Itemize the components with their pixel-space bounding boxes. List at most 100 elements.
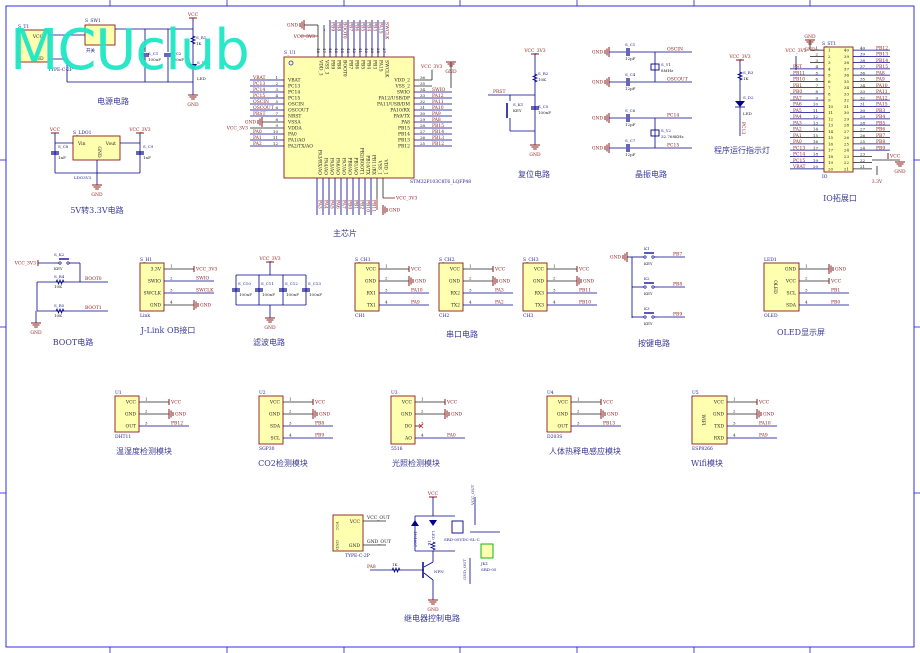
- pin-number: 2: [289, 409, 292, 414]
- net-label: PB10: [793, 77, 805, 83]
- mcu-pin-name: PA4/AO: [323, 158, 329, 175]
- pin-number: 38: [376, 48, 381, 54]
- mcu-pin-name: NRST: [288, 114, 301, 120]
- label: KEY: [644, 321, 653, 326]
- mcu-pin-name: VDDA: [287, 126, 302, 132]
- pin-number: 4: [421, 433, 424, 438]
- pin-number: 39: [860, 52, 866, 57]
- label: KEY: [513, 108, 522, 113]
- pin-name: GND: [533, 279, 545, 285]
- mcu-pin-name: PA12/USB/DP: [379, 96, 410, 102]
- pin-number: 3: [577, 421, 580, 426]
- pin-number: 13: [828, 123, 834, 128]
- label: S_D2: [743, 95, 754, 100]
- module-part: CH3: [523, 313, 533, 319]
- ldo-regulator: [72, 135, 121, 161]
- pin-number: 29: [420, 117, 426, 122]
- title-boot: BOOT电路: [52, 338, 94, 347]
- mcu-pin-name: VDD_3: [318, 59, 324, 76]
- label: K2: [644, 276, 650, 281]
- mcu-pin-name: SWIO: [397, 90, 410, 96]
- label: Vin: [77, 141, 86, 147]
- module-ref: U3: [391, 390, 398, 396]
- module-part: DHT11: [115, 434, 131, 440]
- led-icon: [189, 64, 197, 70]
- pin-number: 34: [844, 85, 850, 90]
- net-gnd: GND: [592, 80, 604, 86]
- mcu-pin-name: OSCOUT: [288, 108, 309, 114]
- net-power: VCC: [602, 400, 614, 406]
- pin-number: 25: [420, 141, 426, 146]
- pin-number: 24: [844, 148, 850, 153]
- net-label: PA7: [793, 95, 802, 101]
- net-label: PC14: [667, 113, 679, 119]
- net-label: PB7: [673, 252, 682, 258]
- label: KEY: [644, 291, 653, 296]
- label: S_K2: [54, 252, 65, 257]
- title-light: 光照检测模块: [392, 459, 440, 468]
- title-io: IO拓展口: [823, 194, 857, 203]
- pin-number: 38: [844, 60, 850, 65]
- pin-number: 34: [860, 83, 866, 88]
- net-label: SWCLK: [196, 288, 214, 294]
- net-gnd: GND: [445, 69, 457, 75]
- module-ref: LED1: [764, 257, 777, 263]
- net-power: VCC: [314, 400, 326, 406]
- net-label: PB14: [432, 129, 444, 135]
- title-power: 电源电路: [97, 97, 129, 106]
- pin-name: RX2: [451, 291, 461, 297]
- net-label: PA5: [329, 200, 335, 209]
- pin-number: 45: [334, 48, 339, 54]
- pin-number: 12: [273, 141, 279, 146]
- module-part: OLED: [764, 313, 778, 319]
- label: 10K: [54, 313, 63, 318]
- net-power: VCC: [830, 279, 842, 285]
- pin-number: 4: [553, 300, 556, 305]
- pin-name: RX3: [535, 291, 545, 297]
- pin-number: 3: [170, 288, 173, 293]
- label: 8MHz: [661, 68, 673, 73]
- pin-number: 1: [289, 397, 292, 402]
- net-label: PA2: [495, 300, 504, 306]
- net-gnd: GND: [427, 607, 439, 613]
- pin-number: 36: [844, 73, 850, 78]
- mcu-pin-name: PA5/AO: [329, 158, 335, 175]
- net-gnd: GND: [187, 102, 199, 108]
- label: Vout: [105, 141, 116, 147]
- net-gnd: GND: [499, 279, 511, 285]
- label: S_R5: [54, 303, 65, 308]
- pin-number: 31: [844, 104, 849, 109]
- label: SRD-05VDC-SL-C: [444, 537, 480, 542]
- net-label: PA2: [793, 127, 802, 133]
- pin-number: 5: [815, 70, 818, 75]
- mcu-pin-name: VBAT: [287, 78, 301, 84]
- pin-name: SWIO: [148, 279, 161, 285]
- relay-type-c-connector: [332, 514, 364, 552]
- net-label: PA4: [323, 200, 329, 209]
- resistor-icon: [55, 278, 65, 286]
- net-power: VCC_3V3: [258, 256, 280, 262]
- pin-number: 27: [420, 129, 426, 134]
- pin-name: GND: [449, 279, 461, 285]
- mcu-pin-name: PB12: [398, 144, 410, 150]
- pin-number: 12: [813, 114, 819, 119]
- pin-number: 4: [289, 433, 292, 438]
- pin-number: 20: [828, 166, 834, 171]
- label: KEY: [54, 266, 63, 271]
- label: 1nF: [58, 155, 66, 160]
- mcu-pin-name: PC14: [288, 90, 300, 96]
- net-label: PB9: [876, 145, 885, 151]
- net-label: VCC_3V3: [420, 64, 442, 70]
- net-label: PB0: [793, 89, 802, 95]
- net-label: BOOT0: [85, 276, 102, 282]
- pin-number: 1: [421, 397, 424, 402]
- pin-number: 1: [275, 75, 278, 80]
- pin-name: DO: [405, 424, 413, 430]
- net-gnd: GND: [583, 279, 595, 285]
- watermark-logo: MCUclub: [10, 18, 250, 83]
- pin-number: 4: [385, 300, 388, 305]
- pin-number: 3: [815, 58, 818, 63]
- net-label: PA11: [876, 89, 888, 95]
- pin-number: 39: [370, 48, 375, 54]
